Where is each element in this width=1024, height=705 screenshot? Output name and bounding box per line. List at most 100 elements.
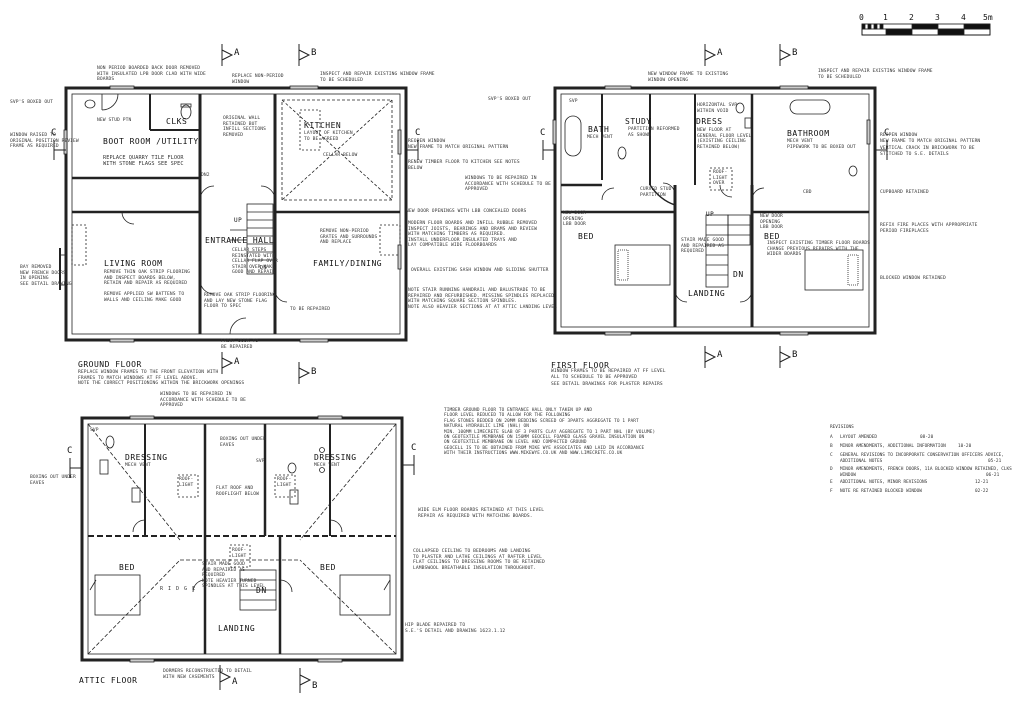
note-stair-made-good-attic: STAIR MADE GOOD AND REPAIRED AS REQUIRED… <box>202 562 266 590</box>
section-mark-a: A <box>717 350 723 360</box>
room-family-dining: FAMILY/DINING <box>313 259 383 268</box>
note-svp-ff: SVP <box>569 99 578 104</box>
room-bed-right: BED <box>764 232 780 241</box>
scale-tick-5: 5m <box>983 13 993 22</box>
note-svp-boxed-ff: SVP'S BOXED OUT <box>488 97 531 102</box>
note-reopen-window: REOPEN WINDOW NEW FRAME TO MATCH ORIGINA… <box>408 139 509 150</box>
note-mech-vent-right: MECH VENT <box>314 463 340 468</box>
note-roof-light-left: ROOF- LIGHT <box>179 477 194 488</box>
note-oak-strip: REMOVE THIN OAK STRIP FLOORING AND INSPE… <box>104 270 190 287</box>
note-new-door-left: NEW DOOR OPENING LBB DOOR <box>563 211 586 228</box>
note-reopen-window-ff: REOPEN WINDOW NEW FRAME TO MATCH ORIGINA… <box>880 133 981 144</box>
revision-text-e: ADDITIONAL NOTES, MINOR REVISIONS <box>840 480 928 485</box>
section-mark-c: C <box>411 443 417 453</box>
section-mark-c: C <box>884 128 890 138</box>
scale-tick-3: 3 <box>935 13 940 22</box>
scale-bar <box>861 23 991 36</box>
section-mark-a: A <box>232 677 238 687</box>
ground-floor-title: GROUND FLOOR <box>78 360 142 369</box>
note-modern-floor: MODERN FLOOR BOARDS AND INFILL RUBBLE RE… <box>408 221 537 249</box>
room-clks: CLKS <box>166 117 188 126</box>
note-windows-repaired-attic: WINDOWS TO BE REPAIRED IN ACCORDANCE WIT… <box>160 392 246 409</box>
revision-date-a: 08-20 <box>920 435 934 440</box>
note-cbd: CBD <box>803 190 812 195</box>
note-horizontal-svp: HORIZONTAL SVP WITHIN VOID <box>697 103 738 114</box>
room-entrance-hall: ENTRANCE HALL <box>205 236 275 245</box>
section-mark-c: C <box>67 446 73 456</box>
note-front-door: FRONT DOOR TO BE REPAIRED <box>221 339 259 350</box>
section-mark-b: B <box>311 48 317 58</box>
scale-tick-0: 0 <box>859 13 864 22</box>
note-roof-light-right: ROOF- LIGHT <box>277 477 292 488</box>
scale-tick-1: 1 <box>883 13 888 22</box>
note-new-stud: NEW STUD PTN <box>97 118 132 123</box>
stair-up-label: UP <box>234 217 243 224</box>
note-renew-timber: RENEW TIMBER FLOOR TO KITCHEN SEE NOTES … <box>408 160 520 171</box>
revision-date-c: 05-21 <box>988 459 1002 464</box>
note-svp-attic: SVP <box>256 459 265 464</box>
revision-date-b: 10-20 <box>958 444 972 449</box>
note-roof-light-stair: ROOF- LIGHT <box>232 548 247 559</box>
section-mark-c: C <box>415 128 421 138</box>
room-bed-left-attic: BED <box>119 563 135 572</box>
section-mark-a: A <box>717 48 723 58</box>
note-new-door-right: NEW DOOR OPENING LBB DOOR <box>760 214 783 231</box>
revision-text-d: MINOR AMENDMENTS, FRENCH DOORS, 11a BLOC… <box>840 467 1012 478</box>
scale-tick-2: 2 <box>909 13 914 22</box>
note-dormers: DORMERS RECONSTRUCTED TO DETAIL WITH NEW… <box>163 669 252 680</box>
room-living-room: LIVING ROOM <box>104 259 163 268</box>
revision-date-f: 02-22 <box>975 489 989 494</box>
note-quarry-tile: REPLACE QUARRY TILE FLOOR WITH STONE FLA… <box>103 155 184 167</box>
note-timber-ground: TIMBER GROUND FLOOR TO ENTRANCE HALL ONL… <box>444 408 656 457</box>
revision-text-f: NOTE RE RETAINED BLOCKED WINDOW <box>840 489 922 494</box>
note-windows-repaired-ff: WINDOWS TO BE REPAIRED IN ACCORDANCE WIT… <box>465 176 551 193</box>
note-mech-vent-left: MECH VENT <box>125 463 151 468</box>
ridge-label: R I D G E <box>160 586 197 592</box>
attic-floor-plan <box>80 415 404 663</box>
note-bathroom-vent: MECH VENT PIPEWORK TO BE BOXED OUT <box>787 139 856 150</box>
stair-dn-label: DN <box>260 265 268 271</box>
note-inspect-timber: INSPECT EXISTING TIMBER FLOOR BOARDS CHA… <box>767 241 871 258</box>
note-replace-window: REPLACE NON-PERIOD WINDOW <box>232 74 284 85</box>
note-cellar-steps: CELLAR STEPS REINSTATED WITH CELLAR FLAP… <box>232 248 278 276</box>
stair-up-label: UP <box>706 211 715 218</box>
revision-letter-d: D <box>830 467 833 472</box>
room-kitchen: KITCHEN <box>304 121 342 130</box>
revision-letter-a: A <box>830 435 833 440</box>
room-study: STUDY <box>625 117 652 126</box>
revision-letter-b: B <box>830 444 833 449</box>
first-floor-title: FIRST FLOOR <box>551 361 610 370</box>
room-bathroom: BATHROOM <box>787 129 830 138</box>
first-floor-plan <box>552 85 877 336</box>
note-curved-stud: CURVED STUD PARTITION <box>640 187 672 198</box>
note-kitchen-layout: LAYOUT OF KITCHEN TO BE AGREED <box>304 131 353 142</box>
note-sash-window: OVERALL EXISTING SASH WINDOW AND SLIDING… <box>411 268 549 273</box>
note-stair-made-good: STAIR MADE GOOD AND REPAIRED AS REQUIRED <box>681 238 724 255</box>
note-svp-attic-left: SVP <box>90 428 99 433</box>
note-blocked-window: BLOCKED WINDOW RETAINED <box>880 276 946 281</box>
room-landing-attic: LANDING <box>218 624 256 633</box>
section-mark-b: B <box>792 350 798 360</box>
note-wide-elm: WIDE ELM FLOOR BOARDS RETAINED AT THIS L… <box>418 508 545 519</box>
ground-floor-plan <box>59 85 408 343</box>
note-inspect-window-ff: INSPECT AND REPAIR EXISTING WINDOW FRAME… <box>818 69 933 80</box>
section-mark-a: A <box>234 48 240 58</box>
revision-letter-f: F <box>830 489 833 494</box>
section-mark-c: C <box>540 128 546 138</box>
note-dn2: DN2 <box>201 173 210 178</box>
note-plaster: SEE DETAIL DRAWINGS FOR PLASTER REPAIRS <box>551 382 663 387</box>
note-svp-boxed: SVP'S BOXED OUT <box>10 100 53 105</box>
note-back-door: NON PERIOD BOARDED BACK DOOR REMOVED WIT… <box>97 66 206 83</box>
note-stair-handrail: NOTE STAIR RUNNING HANDRAIL AND BALUSTRA… <box>408 288 558 310</box>
note-mech-vent-bath: MECH VENT <box>587 135 613 140</box>
note-oak-strip-hall: REMOVE OAK STRIP FLOORING AND LAY NEW ST… <box>204 293 276 310</box>
stair-dn-label: DN <box>256 586 267 595</box>
revision-text-a: LAYOUT AMENDED <box>840 435 878 440</box>
section-mark-c: C <box>51 128 57 138</box>
room-bed-right-attic: BED <box>320 563 336 572</box>
revision-letter-c: C <box>830 453 833 458</box>
note-refix-fireplaces: REFIX FIRE PLACES WITH APPROPRIATE PERIO… <box>880 223 978 234</box>
revision-letter-e: E <box>830 480 833 485</box>
note-bay-removed: BAY REMOVED NEW FRENCH DOORS IN OPENING … <box>20 265 72 287</box>
